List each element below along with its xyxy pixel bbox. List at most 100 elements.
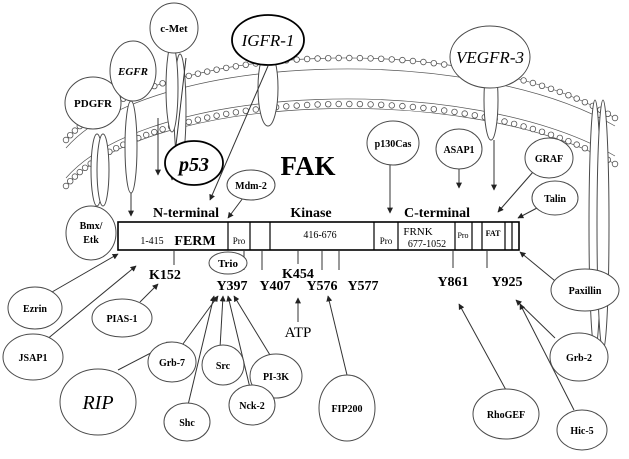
partner-talin: Talin (531, 180, 579, 216)
lipid-head (252, 106, 259, 113)
lipid-head (203, 114, 211, 121)
ferm-range: 1-415 (140, 236, 163, 247)
lipid-head (547, 131, 555, 138)
lipid-head (451, 108, 458, 116)
lipid-head (293, 56, 300, 63)
partner-rip: RIP (59, 368, 137, 436)
partner-pias1: PIAS-1 (91, 298, 153, 338)
lipid-head (388, 102, 395, 109)
lipid-head (441, 107, 448, 114)
partner-p53-label: p53 (177, 154, 209, 176)
pro-region-2: Pro (380, 236, 393, 246)
lipid-head (573, 141, 580, 148)
lipid-head (520, 123, 527, 130)
lipid-head (378, 101, 385, 108)
lipid-head (213, 112, 220, 119)
lipid-head (441, 61, 448, 68)
partner-mdm2-label: Mdm-2 (235, 181, 267, 192)
lipid-head (409, 57, 417, 65)
lipid-head (325, 100, 332, 108)
receptor-egfr: EGFR (109, 40, 157, 102)
lipid-head (222, 64, 230, 72)
lipid-head (222, 110, 230, 118)
lipid-head (611, 114, 619, 122)
site-y407: Y407 (259, 279, 290, 294)
partner-ezrin: Ezrin (7, 286, 63, 330)
lipid-head (213, 66, 220, 73)
lipid-head (471, 112, 478, 119)
pro-region-1: Pro (233, 236, 246, 246)
atp-label: ATP (285, 325, 312, 341)
fat-domain-label: FAT (486, 229, 501, 238)
lipid-head (573, 95, 580, 102)
fak-protein-bar: 1-415 FERM Pro 416-676 Pro FRNK 677-1052… (117, 221, 520, 251)
lipid-head (430, 60, 437, 67)
partner-hic5: Hic-5 (556, 409, 608, 451)
diagram-title: FAK (281, 151, 336, 181)
lipid-head (185, 72, 192, 80)
kinase-range: 416-676 (303, 230, 336, 241)
lipid-head (538, 128, 546, 135)
partner-paxillin-label: Paxillin (569, 286, 602, 297)
partner-talin-label: Talin (544, 194, 566, 205)
site-y577: Y577 (347, 279, 378, 294)
lipid-head (112, 144, 120, 152)
lipid-head (314, 55, 321, 62)
site-y861: Y861 (437, 275, 468, 290)
partner-fip200-label: FIP200 (331, 404, 362, 415)
lipid-head (325, 55, 332, 62)
lipid-head (547, 85, 555, 92)
receptor-cmet: c-Met (149, 2, 199, 54)
partner-trio: Trio (208, 251, 248, 275)
lipid-head (293, 102, 300, 109)
lipid-head (430, 105, 437, 113)
partner-grb2: Grb-2 (549, 332, 609, 382)
lipid-head (356, 100, 364, 108)
lipid-head (303, 101, 311, 109)
lipid-head (159, 126, 166, 133)
site-ticks (173, 250, 488, 270)
frnk-label: FRNK (403, 226, 432, 238)
lipid-head (159, 80, 166, 87)
receptor-vegfr3: VEGFR-3 (449, 25, 531, 89)
ferm-label: FERM (174, 234, 215, 249)
partner-grb7-label: Grb-7 (159, 358, 185, 369)
partner-graf-label: GRAF (535, 154, 563, 165)
partner-p130cas-label: p130Cas (375, 139, 412, 150)
partner-ezrin-label: Ezrin (23, 304, 47, 315)
lipid-head (194, 116, 202, 123)
partner-p130cas: p130Cas (366, 120, 420, 166)
partner-bmx-label: Bmx/ (80, 221, 103, 232)
lipid-head (242, 61, 249, 69)
lipid-head (565, 137, 572, 145)
partner-nck2: Nck-2 (228, 384, 276, 426)
partner-grb7: Grb-7 (147, 341, 197, 383)
partner-paxillin: Paxillin (550, 268, 620, 312)
domain-n-terminal: N-terminal (153, 206, 219, 221)
lipid-head (378, 55, 385, 62)
partner-fip200: FIP200 (318, 374, 376, 442)
receptor-vegfr3-label: VEGFR-3 (456, 48, 524, 67)
lipid-head (501, 118, 508, 125)
lipid-head (62, 182, 70, 190)
lipid-head (538, 82, 546, 89)
site-y397: Y397 (216, 279, 247, 294)
lipid-head (232, 63, 240, 70)
lipid-head (203, 68, 211, 75)
lipid-head (232, 109, 240, 116)
lipid-head (529, 79, 537, 87)
lipid-head (420, 58, 427, 66)
frnk-range: 677-1052 (408, 239, 446, 250)
lipid-head (556, 88, 563, 96)
site-k454: K454 (282, 267, 314, 282)
partner-hic5-label: Hic-5 (570, 426, 593, 437)
partner-mdm2: Mdm-2 (226, 169, 276, 201)
lipid-head (581, 144, 589, 152)
lipid-head (71, 173, 79, 180)
partner-pi3k-label: PI-3K (263, 372, 289, 383)
lipid-head (399, 56, 406, 64)
lipid-head (66, 177, 74, 185)
lipid-head (420, 104, 427, 112)
partner-p53: p53 (164, 140, 224, 186)
partner-shc-label: Shc (179, 418, 195, 429)
